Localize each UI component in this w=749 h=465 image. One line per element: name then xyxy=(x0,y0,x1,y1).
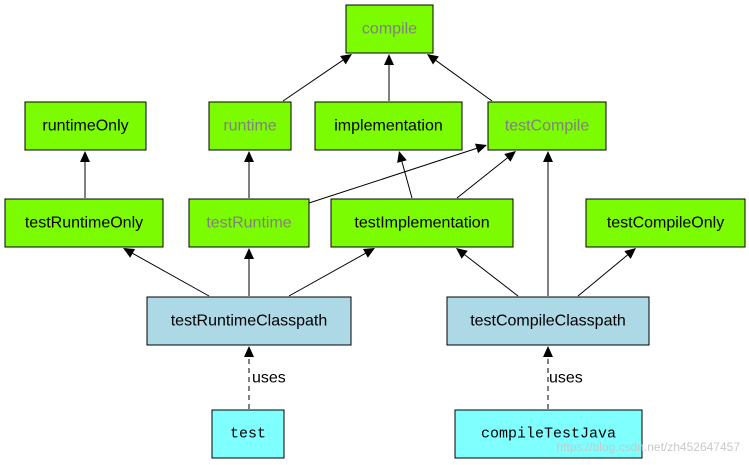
node-test: test xyxy=(211,409,285,459)
arrow-head xyxy=(362,248,375,258)
node-box xyxy=(146,296,352,346)
edge-test-to-testRuntimeClasspath: uses xyxy=(244,346,286,409)
node-label: testCompileOnly xyxy=(607,215,724,232)
node-label: testCompile xyxy=(505,118,590,135)
node-box xyxy=(4,198,164,248)
edge-line xyxy=(282,59,344,102)
node-label: implementation xyxy=(334,118,443,135)
edge-testRuntimeClasspath-to-testRuntimeOnly xyxy=(123,248,210,297)
edge-testRuntime-to-runtime xyxy=(244,151,254,198)
nodes-layer: compile runtimeOnly runtime implementation t… xyxy=(4,4,746,459)
node-label: testRuntime xyxy=(206,215,291,232)
node-testCompileClasspath: testCompileClasspath xyxy=(446,296,650,346)
node-box xyxy=(24,101,147,151)
node-compile: compile xyxy=(345,4,434,54)
node-box xyxy=(208,101,292,151)
node-label: runtimeOnly xyxy=(42,118,128,135)
arrow-head xyxy=(123,248,136,258)
edge-line xyxy=(401,161,413,199)
node-testImplementation: testImplementation xyxy=(330,198,514,248)
node-box xyxy=(330,198,514,248)
arrow-head xyxy=(80,151,90,162)
node-box xyxy=(446,296,650,346)
edge-label-uses: uses xyxy=(252,370,286,387)
edge-line xyxy=(464,254,519,297)
node-implementation: implementation xyxy=(314,101,463,151)
edge-line xyxy=(308,147,477,204)
edge-line xyxy=(435,60,493,102)
node-box xyxy=(585,198,746,248)
edge-testRuntimeClasspath-to-testImplementation xyxy=(288,248,375,297)
edge-line xyxy=(288,252,366,297)
arrow-head xyxy=(504,151,516,162)
node-label: compile xyxy=(362,21,417,38)
arrow-head xyxy=(624,248,636,259)
node-runtimeOnly: runtimeOnly xyxy=(24,101,147,151)
edge-compileTestJava-to-testCompileClasspath: uses xyxy=(543,346,583,409)
edge-testRuntimeClasspath-to-testRuntime xyxy=(244,248,254,296)
node-label: test xyxy=(230,426,266,443)
edge-testRuntimeOnly-to-runtimeOnly xyxy=(80,151,90,198)
node-runtime: runtime xyxy=(208,101,292,151)
node-box xyxy=(487,101,607,151)
arrow-head xyxy=(456,248,468,259)
node-testCompile: testCompile xyxy=(487,101,607,151)
edge-line xyxy=(456,157,508,199)
arrow-head xyxy=(244,248,254,259)
watermark-text: https://blog.csdn.net/zh452647457 xyxy=(557,440,741,454)
node-label: runtime xyxy=(223,118,276,135)
node-box xyxy=(314,101,463,151)
node-box xyxy=(211,409,285,459)
edge-implementation-to-compile xyxy=(384,54,394,101)
edge-testCompile-to-compile xyxy=(427,54,493,102)
edge-label-uses: uses xyxy=(549,370,583,387)
edge-line xyxy=(577,254,628,297)
edge-testCompileClasspath-to-testCompileOnly xyxy=(577,248,636,297)
arrow-head xyxy=(543,346,553,357)
arrow-head xyxy=(384,54,394,65)
edge-testImplementation-to-testCompile xyxy=(456,151,516,199)
edge-testCompileClasspath-to-testImplementation xyxy=(456,248,519,297)
node-box xyxy=(188,198,310,248)
arrow-head xyxy=(397,151,407,163)
node-label: testRuntimeClasspath xyxy=(171,313,328,330)
arrow-head xyxy=(244,346,254,357)
node-box xyxy=(454,409,643,459)
node-testRuntimeOnly: testRuntimeOnly xyxy=(4,198,164,248)
edge-line xyxy=(132,252,210,297)
arrow-head xyxy=(340,54,352,65)
edge-runtime-to-compile xyxy=(282,54,352,102)
node-label: testRuntimeOnly xyxy=(25,215,143,232)
node-label: testImplementation xyxy=(354,215,489,232)
arrow-head xyxy=(244,151,254,162)
arrow-head xyxy=(543,151,553,162)
edge-testCompileClasspath-to-testCompile xyxy=(543,151,553,296)
edge-testImplementation-to-implementation xyxy=(397,151,413,199)
node-box xyxy=(345,4,434,54)
node-testCompileOnly: testCompileOnly xyxy=(585,198,746,248)
node-compileTestJava: compileTestJava xyxy=(454,409,643,459)
arrow-head xyxy=(474,143,487,154)
node-testRuntime: testRuntime xyxy=(188,198,310,248)
edges-layer: uses uses xyxy=(80,54,636,409)
edge-testRuntime-to-testCompile xyxy=(308,143,487,204)
arrow-head xyxy=(427,54,439,65)
node-label: testCompileClasspath xyxy=(470,313,626,330)
node-testRuntimeClasspath: testRuntimeClasspath xyxy=(146,296,352,346)
node-label: compileTestJava xyxy=(481,426,616,443)
